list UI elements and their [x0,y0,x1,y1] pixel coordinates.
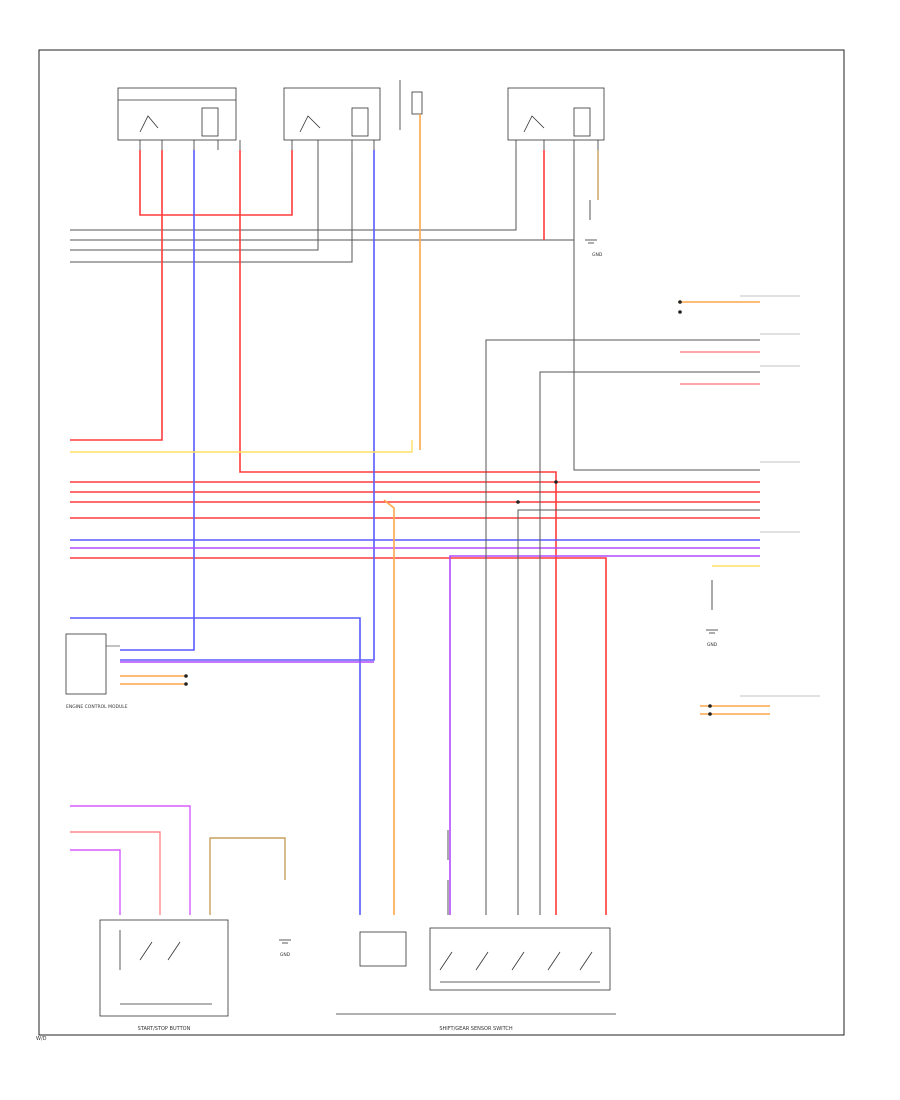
ground-label-2: GND [707,642,718,648]
engine-control-module-box [65,633,107,695]
blue-wires [70,150,760,915]
tan-wires [209,150,599,915]
engine-control-module-label: ENGINE CONTROL MODULE [66,704,128,710]
gray-runs [447,200,760,915]
right-connectors [740,295,820,697]
red-wires [70,150,760,915]
ground-label-3: GND [280,952,291,958]
ground-label-1: GND [592,252,603,258]
gear-range-switch [336,927,616,1015]
gear-switch-label: SHIFT/GEAR SENSOR SWITCH [439,1026,513,1032]
relay-pins [139,140,599,150]
yellow-wires [70,440,760,567]
relay-1 [117,87,237,141]
pink-wires [70,351,760,915]
connector-pin-icon [184,300,712,716]
purple-wires [70,547,760,915]
ground-icon [279,239,718,944]
fuse-block-top [399,80,423,130]
start-stop-button-label: START/STOP BUTTON [138,1026,191,1032]
relay-2 [283,87,381,141]
violet-wires [70,805,191,915]
start-stop-button-switch [99,919,229,1017]
bus-lines-top [70,150,575,263]
diagram-border [38,49,845,1036]
diagram-reference: W/D [36,1036,47,1042]
relay-3 [507,87,605,141]
orange-wires [120,114,770,915]
